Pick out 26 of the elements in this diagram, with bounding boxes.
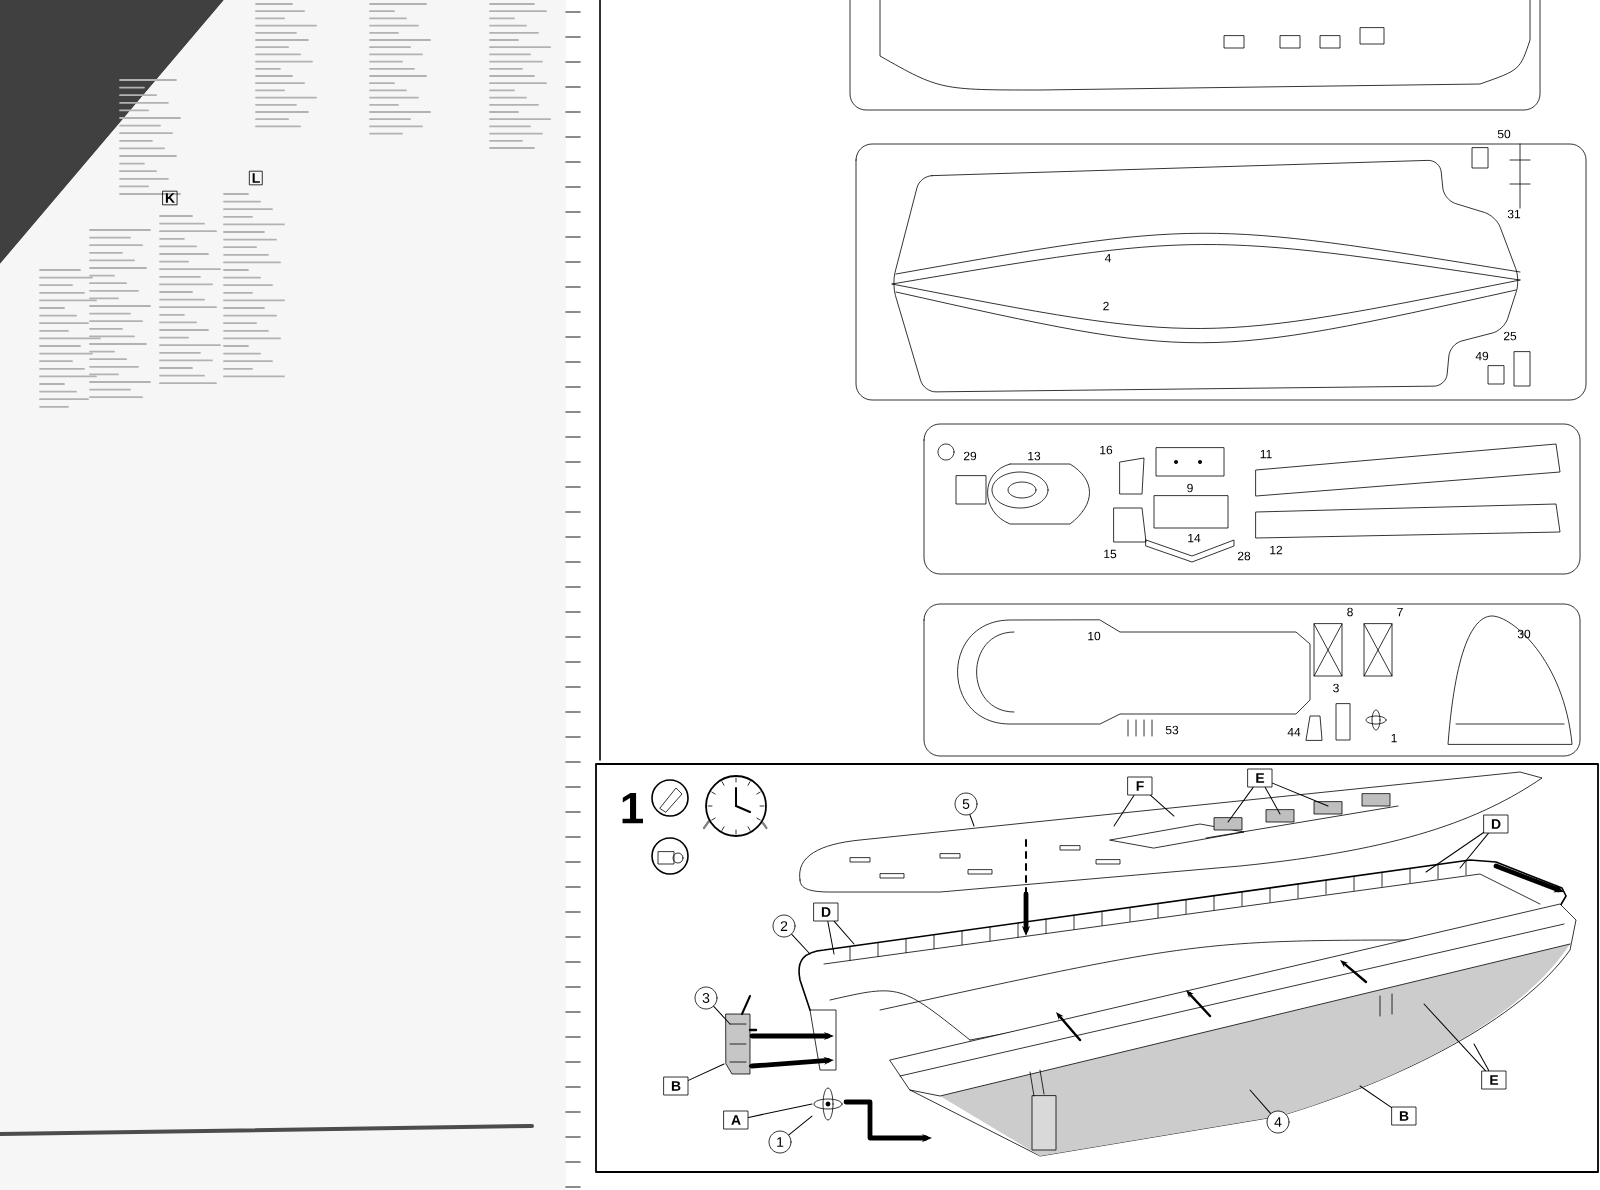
leader-line xyxy=(1249,1089,1271,1114)
hull-half-drawing xyxy=(798,859,1567,1071)
leader-line xyxy=(1264,786,1281,815)
hatch-drawing xyxy=(1213,793,1391,831)
leader-line xyxy=(1425,832,1485,873)
hull-drawing xyxy=(889,903,1577,1157)
propeller-drawing xyxy=(813,1087,843,1121)
leader-line xyxy=(1150,794,1175,817)
leader-line xyxy=(713,1005,731,1025)
leader-line xyxy=(1473,1043,1490,1072)
rudder-drawing xyxy=(725,995,758,1075)
leader-line xyxy=(747,1103,813,1118)
leader-line xyxy=(1459,832,1489,869)
leader-line xyxy=(791,933,811,955)
leader-line xyxy=(833,920,855,945)
leader-line xyxy=(1113,794,1135,827)
leader-line xyxy=(788,1115,813,1136)
leader-line xyxy=(687,1063,725,1081)
leader-line xyxy=(1227,786,1254,823)
leader-line xyxy=(1359,1085,1393,1109)
leader-line xyxy=(1423,1003,1486,1072)
leader-line xyxy=(1271,782,1329,807)
leader-line xyxy=(827,920,835,955)
step-number: 1 xyxy=(622,792,643,824)
leader-line xyxy=(969,814,975,827)
deck-drawing xyxy=(799,771,1543,893)
